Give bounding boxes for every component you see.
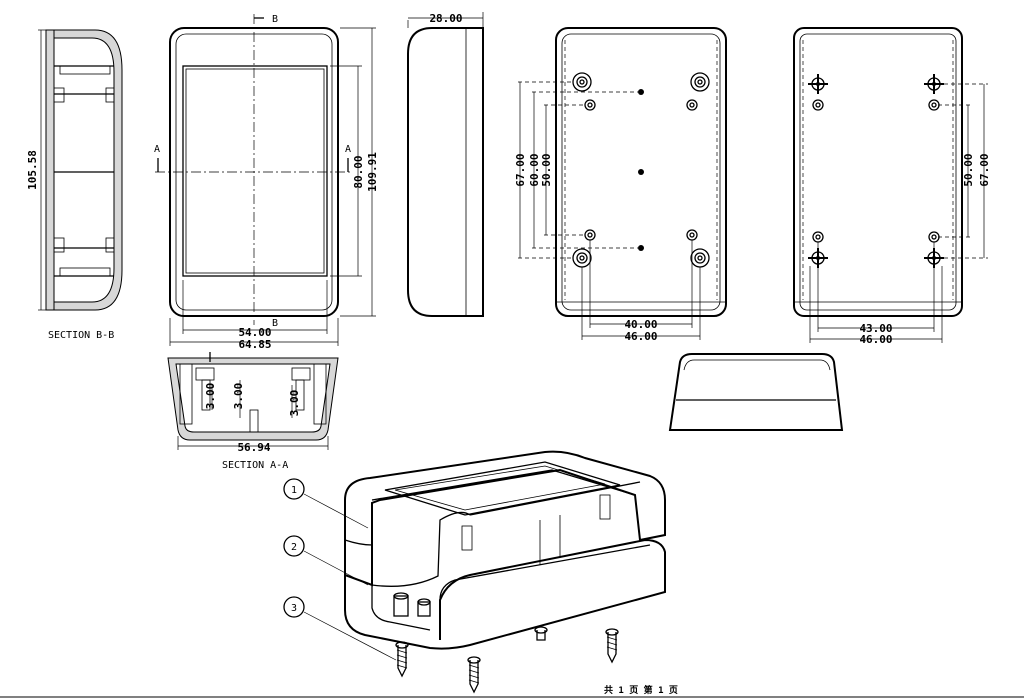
cut-label-a-right: A <box>345 144 351 155</box>
section-aa-view: 3.00 3.00 3.00 56.94 SECTION A-A <box>167 352 339 471</box>
balloon-3-text: 3 <box>291 603 297 614</box>
dim-hole-60: 60.00 <box>528 153 541 186</box>
balloon-2: 2 <box>283 535 369 586</box>
front-view: B B A A 54.00 64.85 80.00 109.91 <box>154 14 379 351</box>
section-aa-label: SECTION A-A <box>222 460 288 471</box>
balloon-2-text: 2 <box>291 542 297 553</box>
dim-hole-43: 43.00 <box>859 322 892 335</box>
dim-hole-67-b: 67.00 <box>978 153 991 186</box>
dim-height-105-58: 105.58 <box>26 150 39 190</box>
cut-label-a-left: A <box>154 144 160 155</box>
dim-width-64-85: 64.85 <box>238 338 271 351</box>
side-view: 28.00 <box>407 12 484 317</box>
dim-hole-67-a: 67.00 <box>514 153 527 186</box>
balloon-1: 1 <box>283 478 369 529</box>
section-bb-label: SECTION B-B <box>48 330 114 341</box>
dim-width-54: 54.00 <box>238 326 271 339</box>
dim-rib-3-a: 3.00 <box>204 383 217 410</box>
exploded-view: 1 2 3 <box>283 450 666 694</box>
dim-height-80: 80.00 <box>352 155 365 188</box>
dim-rib-3-c: 3.00 <box>288 390 301 417</box>
dim-hole-40: 40.00 <box>624 318 657 331</box>
page-footer: 共 1 页 第 1 页 <box>604 684 678 696</box>
dim-depth-28: 28.00 <box>429 12 462 25</box>
screw-2 <box>467 656 481 694</box>
balloon-3: 3 <box>283 596 397 661</box>
dim-rib-3-b: 3.00 <box>232 383 245 410</box>
dim-hole-46-a: 46.00 <box>624 330 657 343</box>
end-view <box>668 353 844 431</box>
screw-1 <box>395 641 409 678</box>
bottom-view-1: 67.00 60.00 50.00 40.00 46.00 <box>514 27 727 343</box>
dim-hole-50-a: 50.00 <box>540 153 553 186</box>
cut-label-b-top: B <box>272 14 278 25</box>
screw-4 <box>605 628 619 664</box>
bottom-view-2: 50.00 67.00 43.00 46.00 <box>793 27 991 346</box>
screw-3 <box>534 626 548 641</box>
dim-hole-50-b: 50.00 <box>962 153 975 186</box>
cut-label-b-bottom: B <box>272 318 278 329</box>
dim-height-109-91: 109.91 <box>366 152 379 192</box>
section-bb-view: 105.58 SECTION B-B <box>26 29 123 341</box>
dim-width-56-94: 56.94 <box>237 441 270 454</box>
dim-hole-46-b: 46.00 <box>859 333 892 346</box>
balloon-1-text: 1 <box>291 485 297 496</box>
